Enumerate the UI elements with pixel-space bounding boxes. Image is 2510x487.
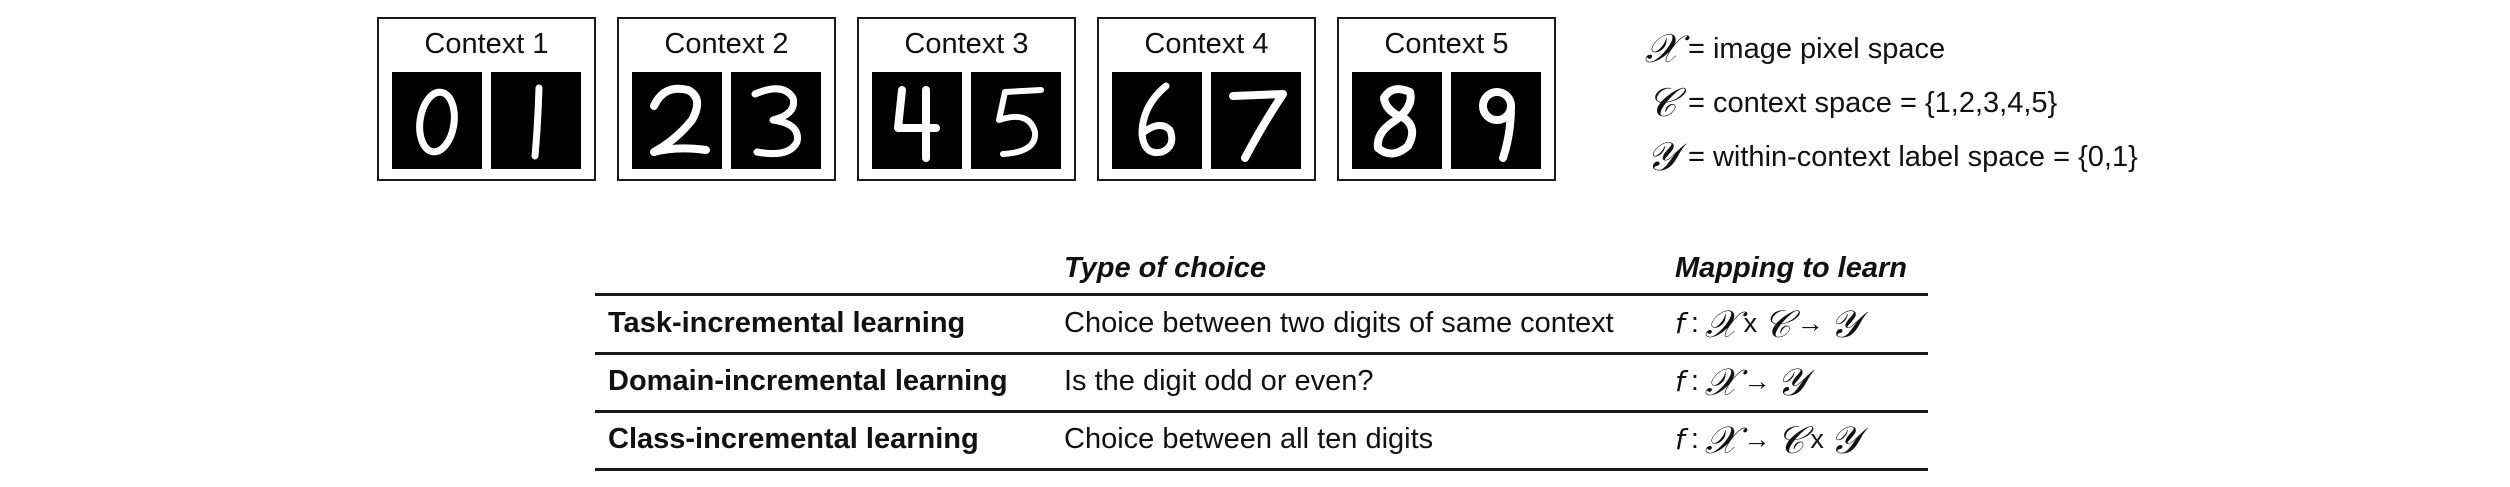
- digit-image-8: [1352, 72, 1442, 169]
- choice-description: Choice between all ten digits: [1064, 423, 1434, 455]
- digit-image-6: [1112, 72, 1202, 169]
- choice-description: Choice between two digits of same contex…: [1064, 307, 1614, 339]
- legend-row-context-space: 𝒞 = context space = {1,2,3,4,5}: [1640, 76, 2260, 130]
- mapping-token: 𝒳: [1704, 301, 1738, 346]
- mapping-token: →: [1743, 366, 1771, 396]
- context-title: Context 1: [424, 28, 549, 60]
- notation-legend: 𝒳 = image pixel space 𝒞 = context space …: [1640, 22, 2260, 184]
- mapping-token: :: [1690, 365, 1699, 397]
- context-title: Context 2: [664, 28, 789, 60]
- image-space-symbol: 𝒳: [1644, 26, 1680, 72]
- header-type-of-choice: Type of choice: [1064, 252, 1266, 284]
- digit-image-2: [632, 72, 722, 169]
- context-title: Context 4: [1144, 28, 1269, 60]
- mapping-token: 𝒴: [1776, 359, 1807, 404]
- scenario-table: Type of choice Mapping to learn Task-inc…: [595, 248, 1928, 473]
- legend-text: = image pixel space: [1688, 32, 1946, 65]
- context-panel-4: Context 4: [1097, 17, 1316, 181]
- context-panel-2: Context 2: [617, 17, 836, 181]
- legend-row-image-space: 𝒳 = image pixel space: [1640, 22, 2260, 76]
- scenario-name: Domain-incremental learning: [608, 365, 1008, 397]
- mapping-formula: f: 𝒳 → 𝒞 x 𝒴: [1675, 412, 1860, 467]
- legend-row-label-space: 𝒴 = within-context label space = {0,1}: [1640, 130, 2260, 184]
- mapping-token: 𝒳: [1704, 359, 1738, 404]
- table-row: Task-incremental learning Choice between…: [595, 296, 1928, 351]
- scenario-name: Task-incremental learning: [608, 307, 966, 339]
- choice-description: Is the digit odd or even?: [1064, 365, 1374, 397]
- mapping-token: :: [1690, 307, 1699, 339]
- mapping-token: 𝒞: [1763, 301, 1791, 346]
- mapping-token: x: [1743, 308, 1758, 338]
- mapping-token: :: [1690, 423, 1699, 455]
- digit-image-1: [491, 72, 581, 169]
- mapping-token: 𝒞: [1776, 417, 1805, 462]
- mapping-token: 𝒴: [1829, 417, 1860, 462]
- digit-image-7: [1211, 72, 1301, 169]
- scenario-name: Class-incremental learning: [608, 423, 979, 455]
- mapping-token: 𝒳: [1704, 417, 1738, 462]
- mapping-token: →: [1796, 308, 1824, 338]
- mapping-token: f: [1675, 365, 1685, 398]
- table-rule: [595, 468, 1928, 471]
- table-header: Type of choice Mapping to learn: [595, 248, 1928, 291]
- legend-text: = context space = {1,2,3,4,5}: [1688, 86, 2058, 119]
- digit-image-0: [392, 72, 482, 169]
- context-title: Context 5: [1384, 28, 1509, 60]
- mapping-token: 𝒴: [1829, 301, 1860, 346]
- mapping-token: x: [1810, 424, 1824, 454]
- context-panel-3: Context 3: [857, 17, 1076, 181]
- context-space-symbol: 𝒞: [1647, 80, 1677, 126]
- context-panel-1: Context 1: [377, 17, 596, 181]
- mapping-token: →: [1743, 424, 1771, 454]
- header-mapping-to-learn: Mapping to learn: [1675, 252, 1907, 284]
- table-row: Domain-incremental learning Is the digit…: [595, 354, 1928, 409]
- mapping-formula: f: 𝒳 → 𝒴: [1675, 354, 1806, 409]
- label-space-symbol: 𝒴: [1646, 134, 1678, 180]
- table-rule: [595, 293, 1928, 296]
- table-rule: [595, 352, 1928, 355]
- mapping-formula: f: 𝒳 x 𝒞 → 𝒴: [1675, 296, 1860, 351]
- context-title: Context 3: [904, 28, 1029, 60]
- context-panels: Context 1 Context 2 Context 3 Context 4: [377, 17, 1557, 183]
- digit-image-5: [971, 72, 1061, 169]
- mapping-token: f: [1675, 307, 1685, 340]
- table-rule: [595, 410, 1928, 413]
- legend-text: = within-context label space = {0,1}: [1688, 140, 2138, 173]
- mapping-token: f: [1675, 423, 1685, 456]
- table-row: Class-incremental learning Choice betwee…: [595, 412, 1928, 467]
- digit-image-4: [872, 72, 962, 169]
- context-panel-5: Context 5: [1337, 17, 1556, 181]
- digit-image-3: [731, 72, 821, 169]
- digit-image-9: [1451, 72, 1541, 169]
